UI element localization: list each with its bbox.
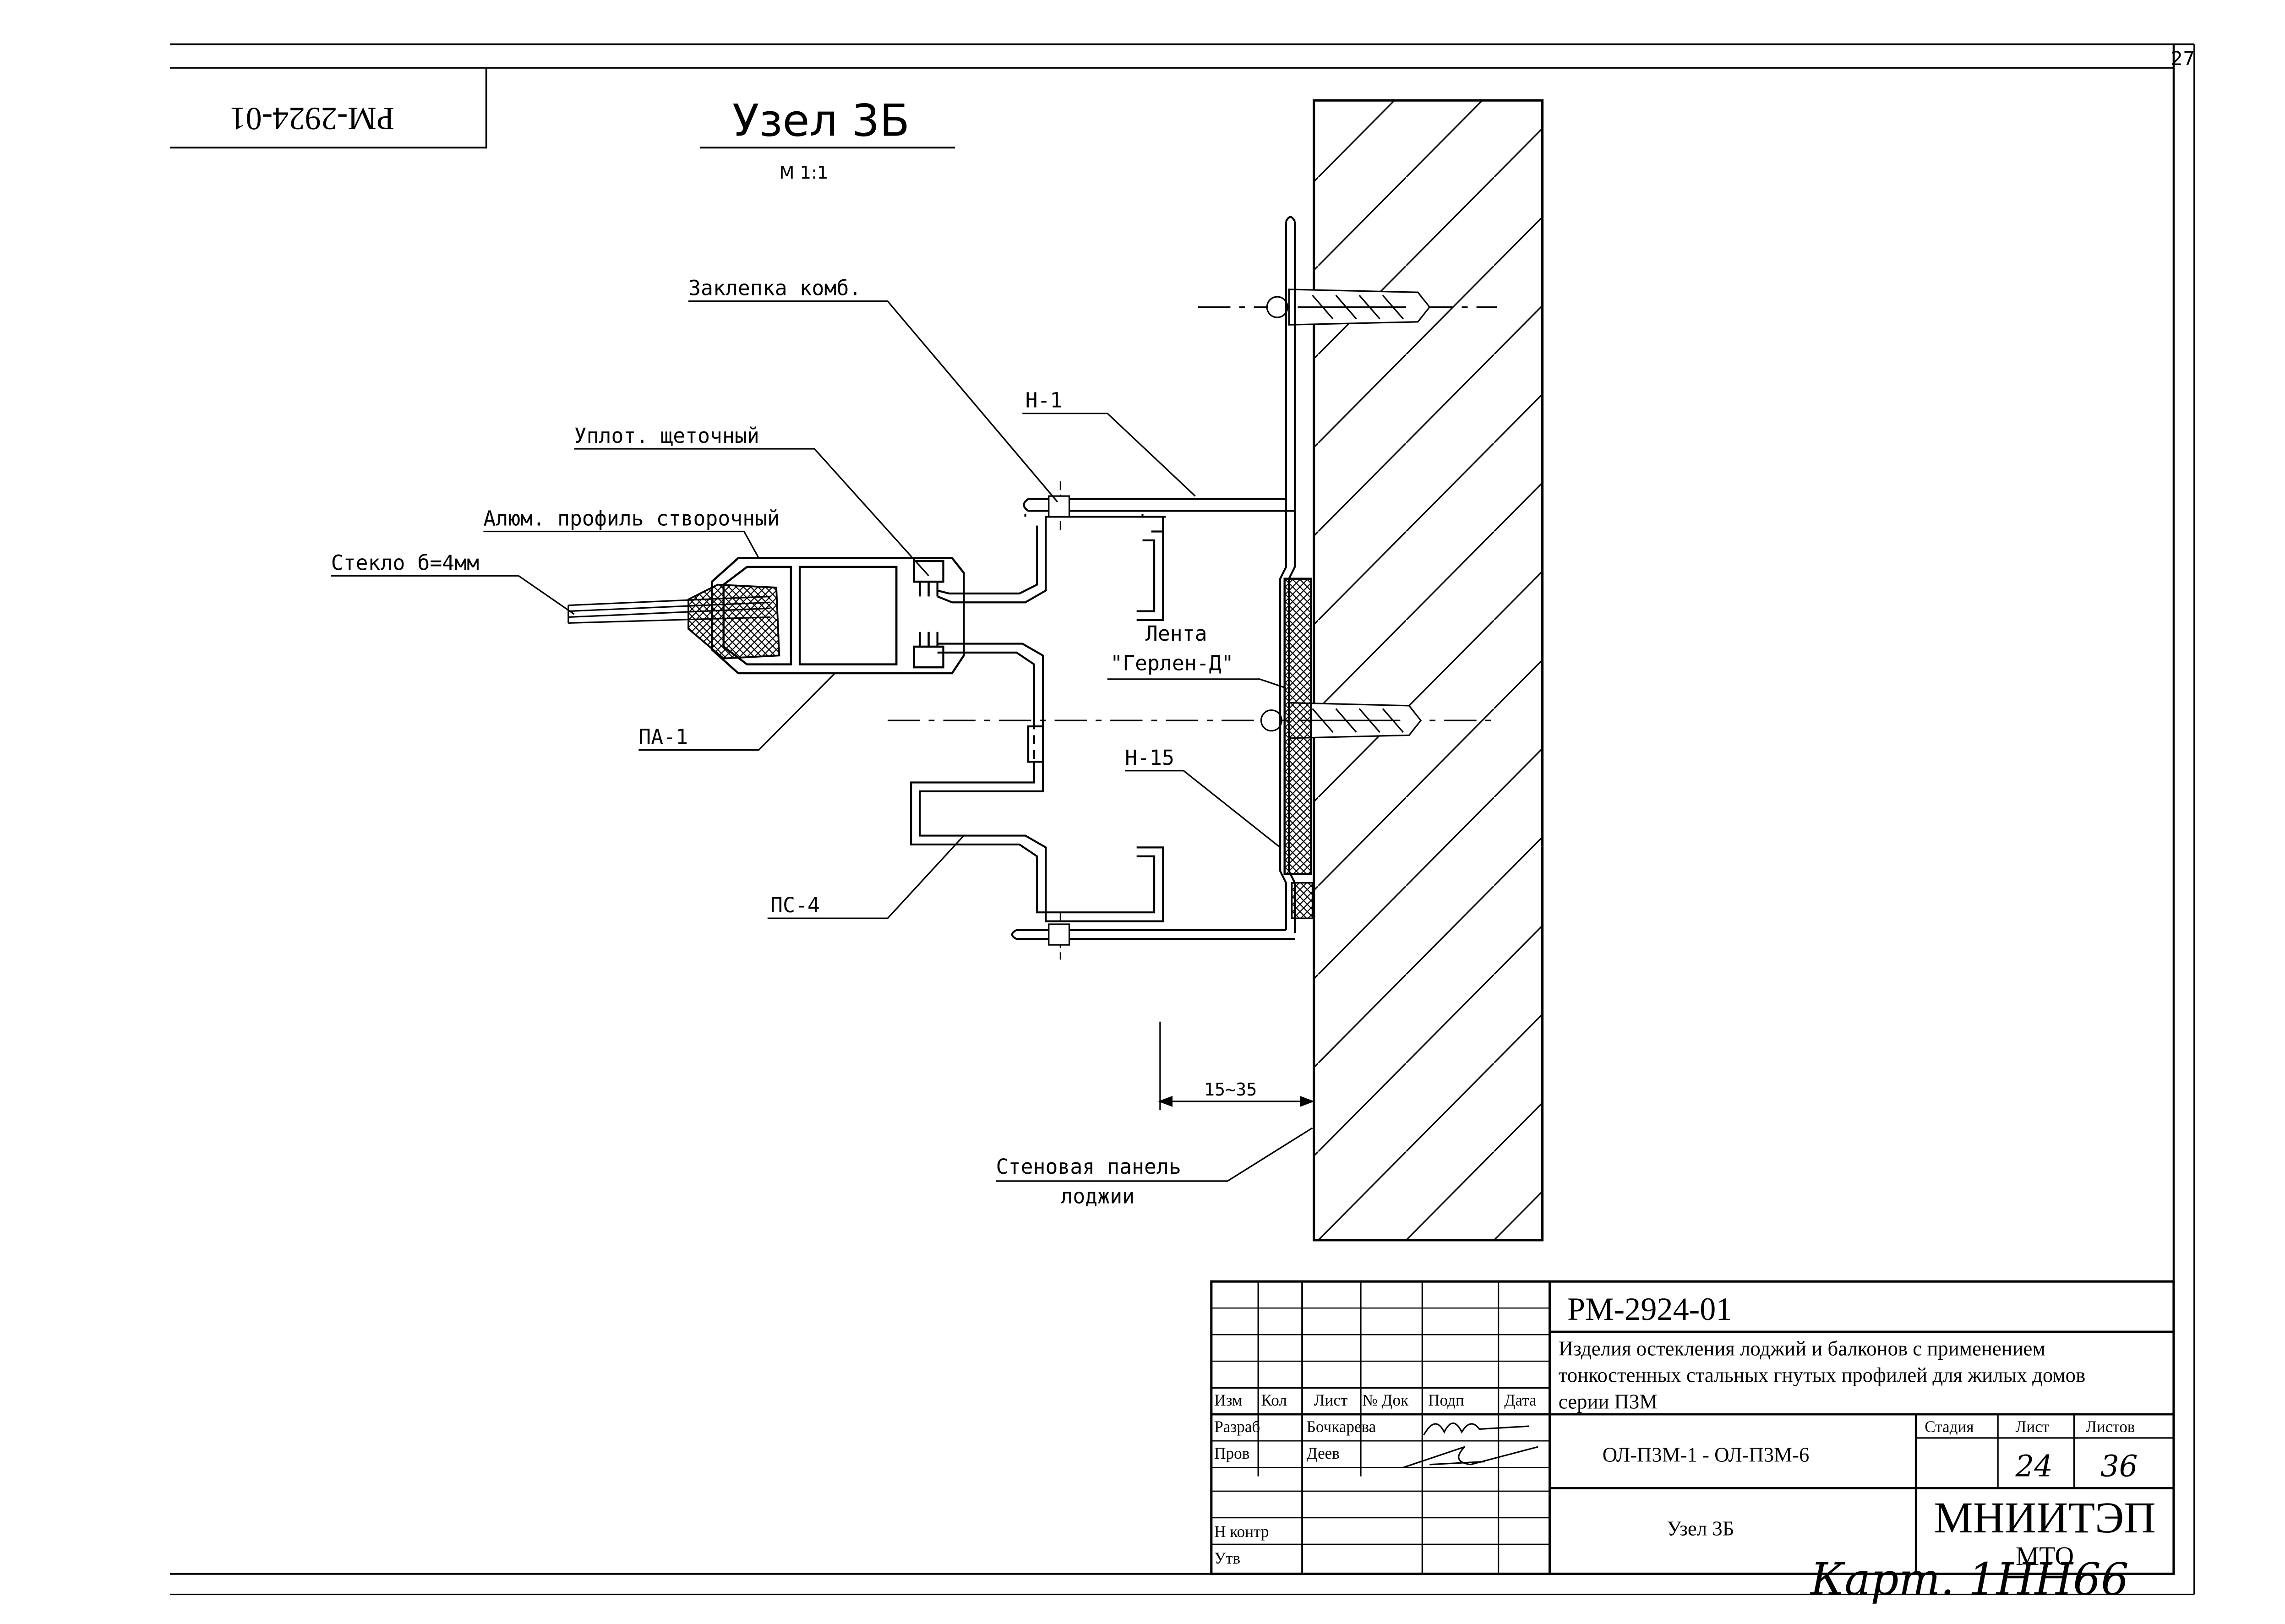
- page-number: 27: [2171, 47, 2195, 70]
- rotated-stamp-text: РМ-2924-01: [229, 100, 394, 136]
- org-sub: МТО: [2016, 1542, 2074, 1571]
- label-wall-1: Стеновая панель: [996, 1155, 1181, 1179]
- title-desc-line-1: Изделия остекления лоджий и балконов с п…: [1559, 1337, 2045, 1360]
- org-name: МНИИТЭП: [1934, 1493, 2155, 1542]
- rivet-upper: [1048, 481, 1070, 534]
- label-h15: Н-15: [1125, 746, 1174, 770]
- dowel-lower: [888, 702, 1497, 739]
- leader-lines: [331, 300, 1313, 1182]
- label-ps4: ПС-4: [770, 893, 820, 917]
- steel-bracket: [1011, 216, 1296, 940]
- sheet-frame: [169, 43, 2195, 1596]
- label-gap: 15~35: [1204, 1079, 1257, 1100]
- role-nkontr: Н контр: [1214, 1523, 1269, 1541]
- header-izm: Изм: [1214, 1391, 1242, 1409]
- label-alum-profile: Алюм. профиль створочный: [483, 506, 780, 530]
- header-podp: Подп: [1428, 1391, 1464, 1409]
- label-seal: Уплот. щеточный: [574, 424, 759, 448]
- label-h1: Н-1: [1025, 388, 1063, 413]
- header-ndoc: № Док: [1362, 1391, 1409, 1409]
- header-kol: Кол: [1261, 1391, 1287, 1409]
- sheets-value: 36: [2100, 1449, 2138, 1483]
- sheet-label: Лист: [2016, 1418, 2050, 1436]
- label-tape-1: Лента: [1145, 621, 1207, 646]
- signature-razrab: [1423, 1422, 1529, 1436]
- person-prov: Деев: [1307, 1444, 1340, 1462]
- header-list: Лист: [1314, 1391, 1348, 1409]
- profile-ps4: [910, 513, 1166, 922]
- glazing-gasket: [687, 583, 780, 659]
- label-tape-2: "Герлен-Д": [1110, 651, 1233, 675]
- role-prov: Пров: [1214, 1444, 1249, 1462]
- label-wall-2: лоджии: [1060, 1184, 1134, 1208]
- wall-panel: [1313, 99, 1544, 1242]
- designation: ОЛ-П3М-1 - ОЛ-П3М-6: [1603, 1443, 1810, 1466]
- sheets-label: Листов: [2086, 1418, 2135, 1436]
- node-scale: М 1:1: [779, 163, 828, 183]
- sheet-value: 24: [2015, 1449, 2053, 1483]
- title-code: РМ-2924-01: [1567, 1292, 1732, 1327]
- sheet-name: Узел 3Б: [1667, 1517, 1734, 1540]
- label-rivet: Заклепка комб.: [688, 276, 861, 300]
- person-razrab: Бочкарева: [1307, 1418, 1376, 1436]
- title-desc-line-2: тонкостенных стальных гнутых профилей дл…: [1559, 1363, 2085, 1386]
- glass-pane: [567, 595, 771, 624]
- gap-dimension: [1158, 1021, 1315, 1111]
- role-razrab: Разраб: [1214, 1418, 1260, 1436]
- header-data: Дата: [1504, 1391, 1536, 1409]
- role-utv: Утв: [1214, 1549, 1240, 1567]
- handwritten-note: Карт. 1НН66: [1810, 1553, 2129, 1605]
- signature-prov: [1403, 1446, 1538, 1468]
- node-title: Узел 3Б: [732, 95, 910, 146]
- stage-label: Стадия: [1925, 1418, 1974, 1436]
- title-block-grid: [1210, 1280, 2175, 1575]
- rotated-stamp-box: [169, 68, 487, 149]
- rivet-lower: [1048, 912, 1070, 960]
- label-pa1: ПА-1: [638, 725, 688, 749]
- dowel-upper: [1198, 289, 1497, 326]
- label-glass: Стекло б=4мм: [331, 550, 479, 575]
- title-desc-line-3: серии П3М: [1559, 1390, 1658, 1413]
